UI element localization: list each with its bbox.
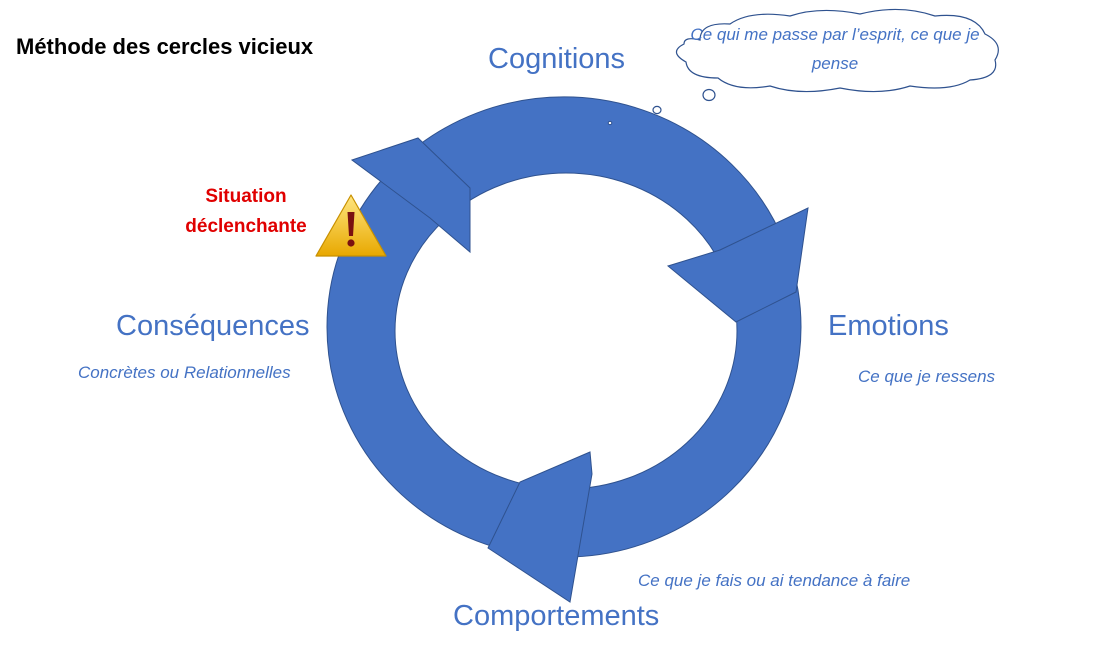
page-title: Méthode des cercles vicieux bbox=[16, 34, 314, 59]
arrow-cognitions-to-emotions bbox=[666, 207, 809, 323]
node-emotions-label: Emotions bbox=[828, 310, 949, 342]
arrow-consequences-to-cognitions bbox=[350, 137, 471, 254]
node-cognitions-label: Cognitions bbox=[488, 43, 626, 75]
trigger-line-2: déclenchante bbox=[185, 216, 307, 237]
trigger-label: Situation déclenchante bbox=[176, 182, 316, 242]
trigger-line-1: Situation bbox=[205, 186, 287, 207]
emotions-description: Ce que je ressens bbox=[858, 367, 996, 386]
node-comportements-label: Comportements bbox=[453, 600, 660, 632]
cognitions-description: Ce qui me passe par l’esprit, ce que je … bbox=[690, 25, 980, 73]
node-consequences-label: Conséquences bbox=[116, 310, 310, 342]
warning-icon bbox=[315, 194, 387, 257]
thought-bubble bbox=[607, 8, 999, 126]
comportements-description: Ce que je fais ou ai tendance à faire bbox=[638, 571, 911, 590]
arrow-emotions-to-comportements bbox=[487, 451, 593, 603]
consequences-description: Concrètes ou Relationnelles bbox=[78, 363, 291, 382]
